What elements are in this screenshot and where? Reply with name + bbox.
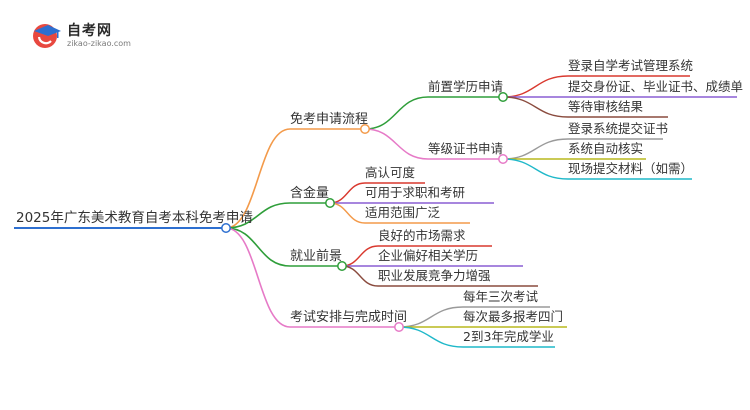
branch-connector: [225, 227, 291, 267]
leaf-node[interactable]: 提交身份证、毕业证书、成绩单: [568, 79, 744, 94]
leaf-node[interactable]: 系统自动核实: [568, 141, 644, 156]
leaf-node[interactable]: 等待审核结果: [568, 99, 644, 114]
leaf-node[interactable]: 现场提交材料（如需）: [568, 161, 694, 176]
graduation-cap-logo-icon: [33, 24, 61, 48]
branch-connector: [225, 202, 291, 229]
leaf-connector: [329, 182, 366, 204]
leaf-node[interactable]: 登录自学考试管理系统: [568, 58, 694, 73]
leaf-connector: [341, 265, 379, 287]
leaf-connector: [398, 306, 464, 328]
root-node[interactable]: 2025年广东美术教育自考本科免考申请: [16, 209, 253, 226]
collapse-toggle-dot[interactable]: [221, 223, 231, 233]
collapse-toggle-dot[interactable]: [360, 124, 370, 134]
collapse-toggle-dot[interactable]: [498, 154, 508, 164]
leaf-connector: [341, 245, 379, 267]
collapse-toggle-dot[interactable]: [325, 198, 335, 208]
logo-title: 自考网: [67, 23, 112, 39]
leaf-node[interactable]: 良好的市场需求: [378, 228, 466, 243]
site-logo[interactable]: 自考网 zikao-zikao.com: [30, 18, 160, 52]
branch-connector: [225, 128, 291, 229]
leaf-connector: [502, 158, 569, 180]
branch-node[interactable]: 就业前景: [290, 249, 343, 264]
branch-node[interactable]: 免考申请流程: [290, 112, 369, 127]
branch-node[interactable]: 含金量: [290, 186, 330, 201]
collapse-toggle-dot[interactable]: [498, 92, 508, 102]
leaf-node[interactable]: 职业发展竞争力增强: [378, 268, 491, 283]
logo-url: zikao-zikao.com: [67, 39, 131, 48]
leaf-node[interactable]: 企业偏好相关学历: [378, 248, 479, 263]
leaf-node[interactable]: 高认可度: [365, 165, 416, 180]
collapse-toggle-dot[interactable]: [337, 261, 347, 271]
leaf-connector: [329, 202, 366, 224]
leaf-node[interactable]: 每次最多报考四门: [463, 309, 564, 324]
collapse-toggle-dot[interactable]: [394, 322, 404, 332]
leaf-connector: [502, 96, 569, 118]
sub-branch-node[interactable]: 等级证书申请: [428, 141, 504, 156]
sub-branch-node[interactable]: 前置学历申请: [428, 79, 504, 94]
leaf-node[interactable]: 可用于求职和考研: [365, 185, 466, 200]
leaf-node[interactable]: 适用范围广泛: [365, 205, 441, 220]
leaf-node[interactable]: 登录系统提交证书: [568, 121, 669, 136]
sub-branch-connector: [364, 96, 429, 130]
sub-branch-connector: [364, 128, 429, 160]
leaf-node[interactable]: 每年三次考试: [463, 289, 539, 304]
branch-node[interactable]: 考试安排与完成时间: [290, 310, 408, 325]
leaf-node[interactable]: 2到3年完成学业: [463, 329, 554, 344]
leaf-connector: [502, 138, 569, 160]
leaf-connector: [502, 75, 569, 98]
leaf-connector: [398, 326, 464, 348]
branch-connector: [225, 227, 291, 328]
